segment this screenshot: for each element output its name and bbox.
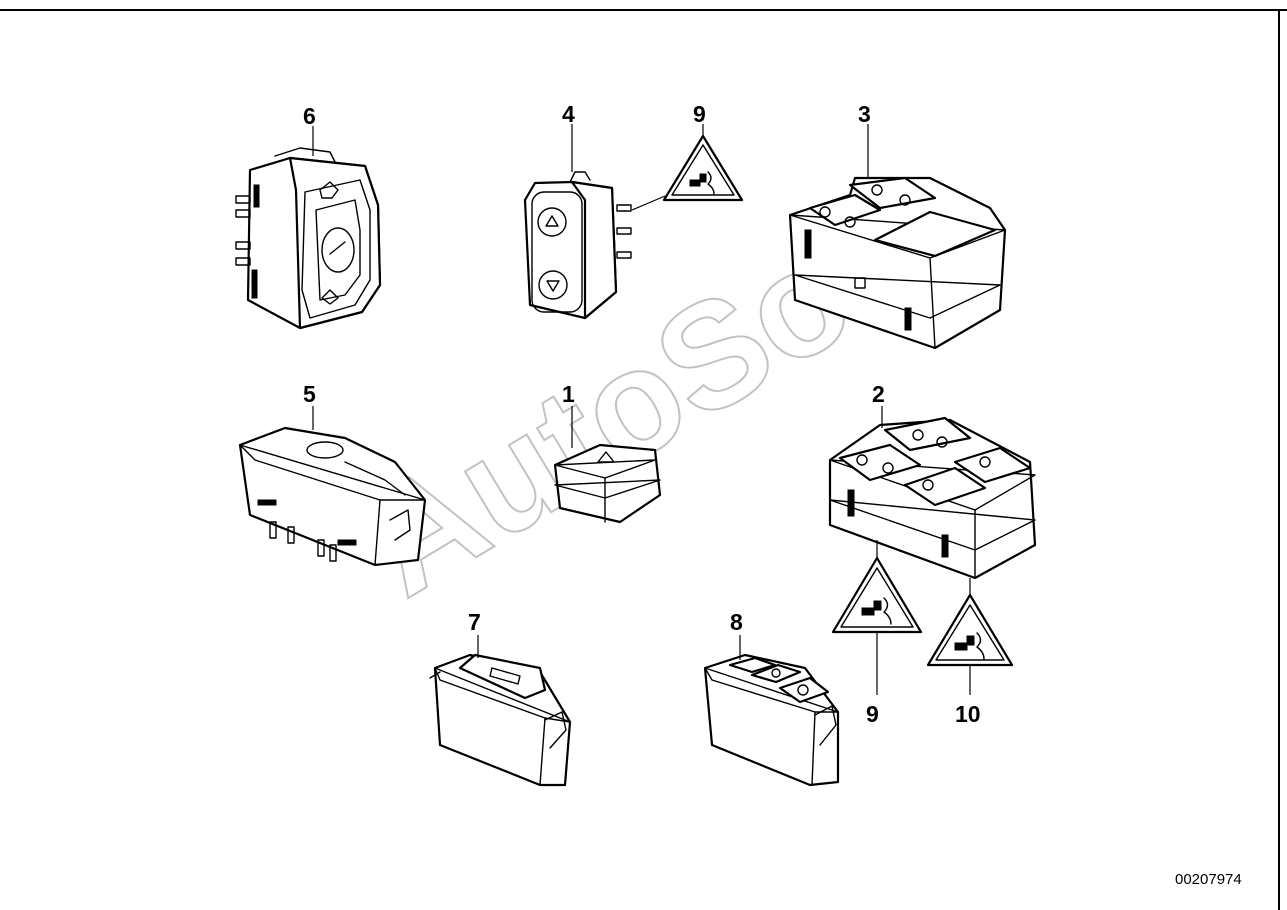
callout-6: 6 xyxy=(303,103,316,129)
callout-3: 3 xyxy=(858,101,871,127)
part-5-slide-switch[interactable] xyxy=(238,426,427,567)
part-8-multi-switch[interactable] xyxy=(703,653,840,787)
warning-triangle-icon xyxy=(689,171,715,195)
callout-9-bottom: 9 xyxy=(866,701,879,727)
warning-triangle-icon xyxy=(954,632,985,660)
callout-7: 7 xyxy=(468,609,481,635)
callout-4: 4 xyxy=(562,101,575,127)
diagram-frame xyxy=(0,9,1287,910)
part-4-push-switch[interactable] xyxy=(523,171,632,320)
callout-8: 8 xyxy=(730,609,743,635)
warning-triangle-icon xyxy=(861,597,892,625)
warning-label-10 xyxy=(926,593,1014,667)
document-number: 00207974 xyxy=(1175,871,1242,888)
part-6-rocker-switch[interactable] xyxy=(235,147,382,330)
callout-1: 1 xyxy=(562,381,575,407)
part-1-hazard-switch[interactable] xyxy=(553,443,662,524)
warning-label-9-bottom xyxy=(831,556,923,634)
part-7-switch[interactable] xyxy=(429,653,572,787)
callout-2: 2 xyxy=(872,381,885,407)
callout-5: 5 xyxy=(303,381,316,407)
part-3-switch-block[interactable] xyxy=(788,176,1007,350)
callout-9-top: 9 xyxy=(693,101,706,127)
warning-label-9-top xyxy=(662,134,744,202)
callout-10: 10 xyxy=(955,701,981,727)
part-2-switch-block[interactable] xyxy=(828,416,1037,580)
